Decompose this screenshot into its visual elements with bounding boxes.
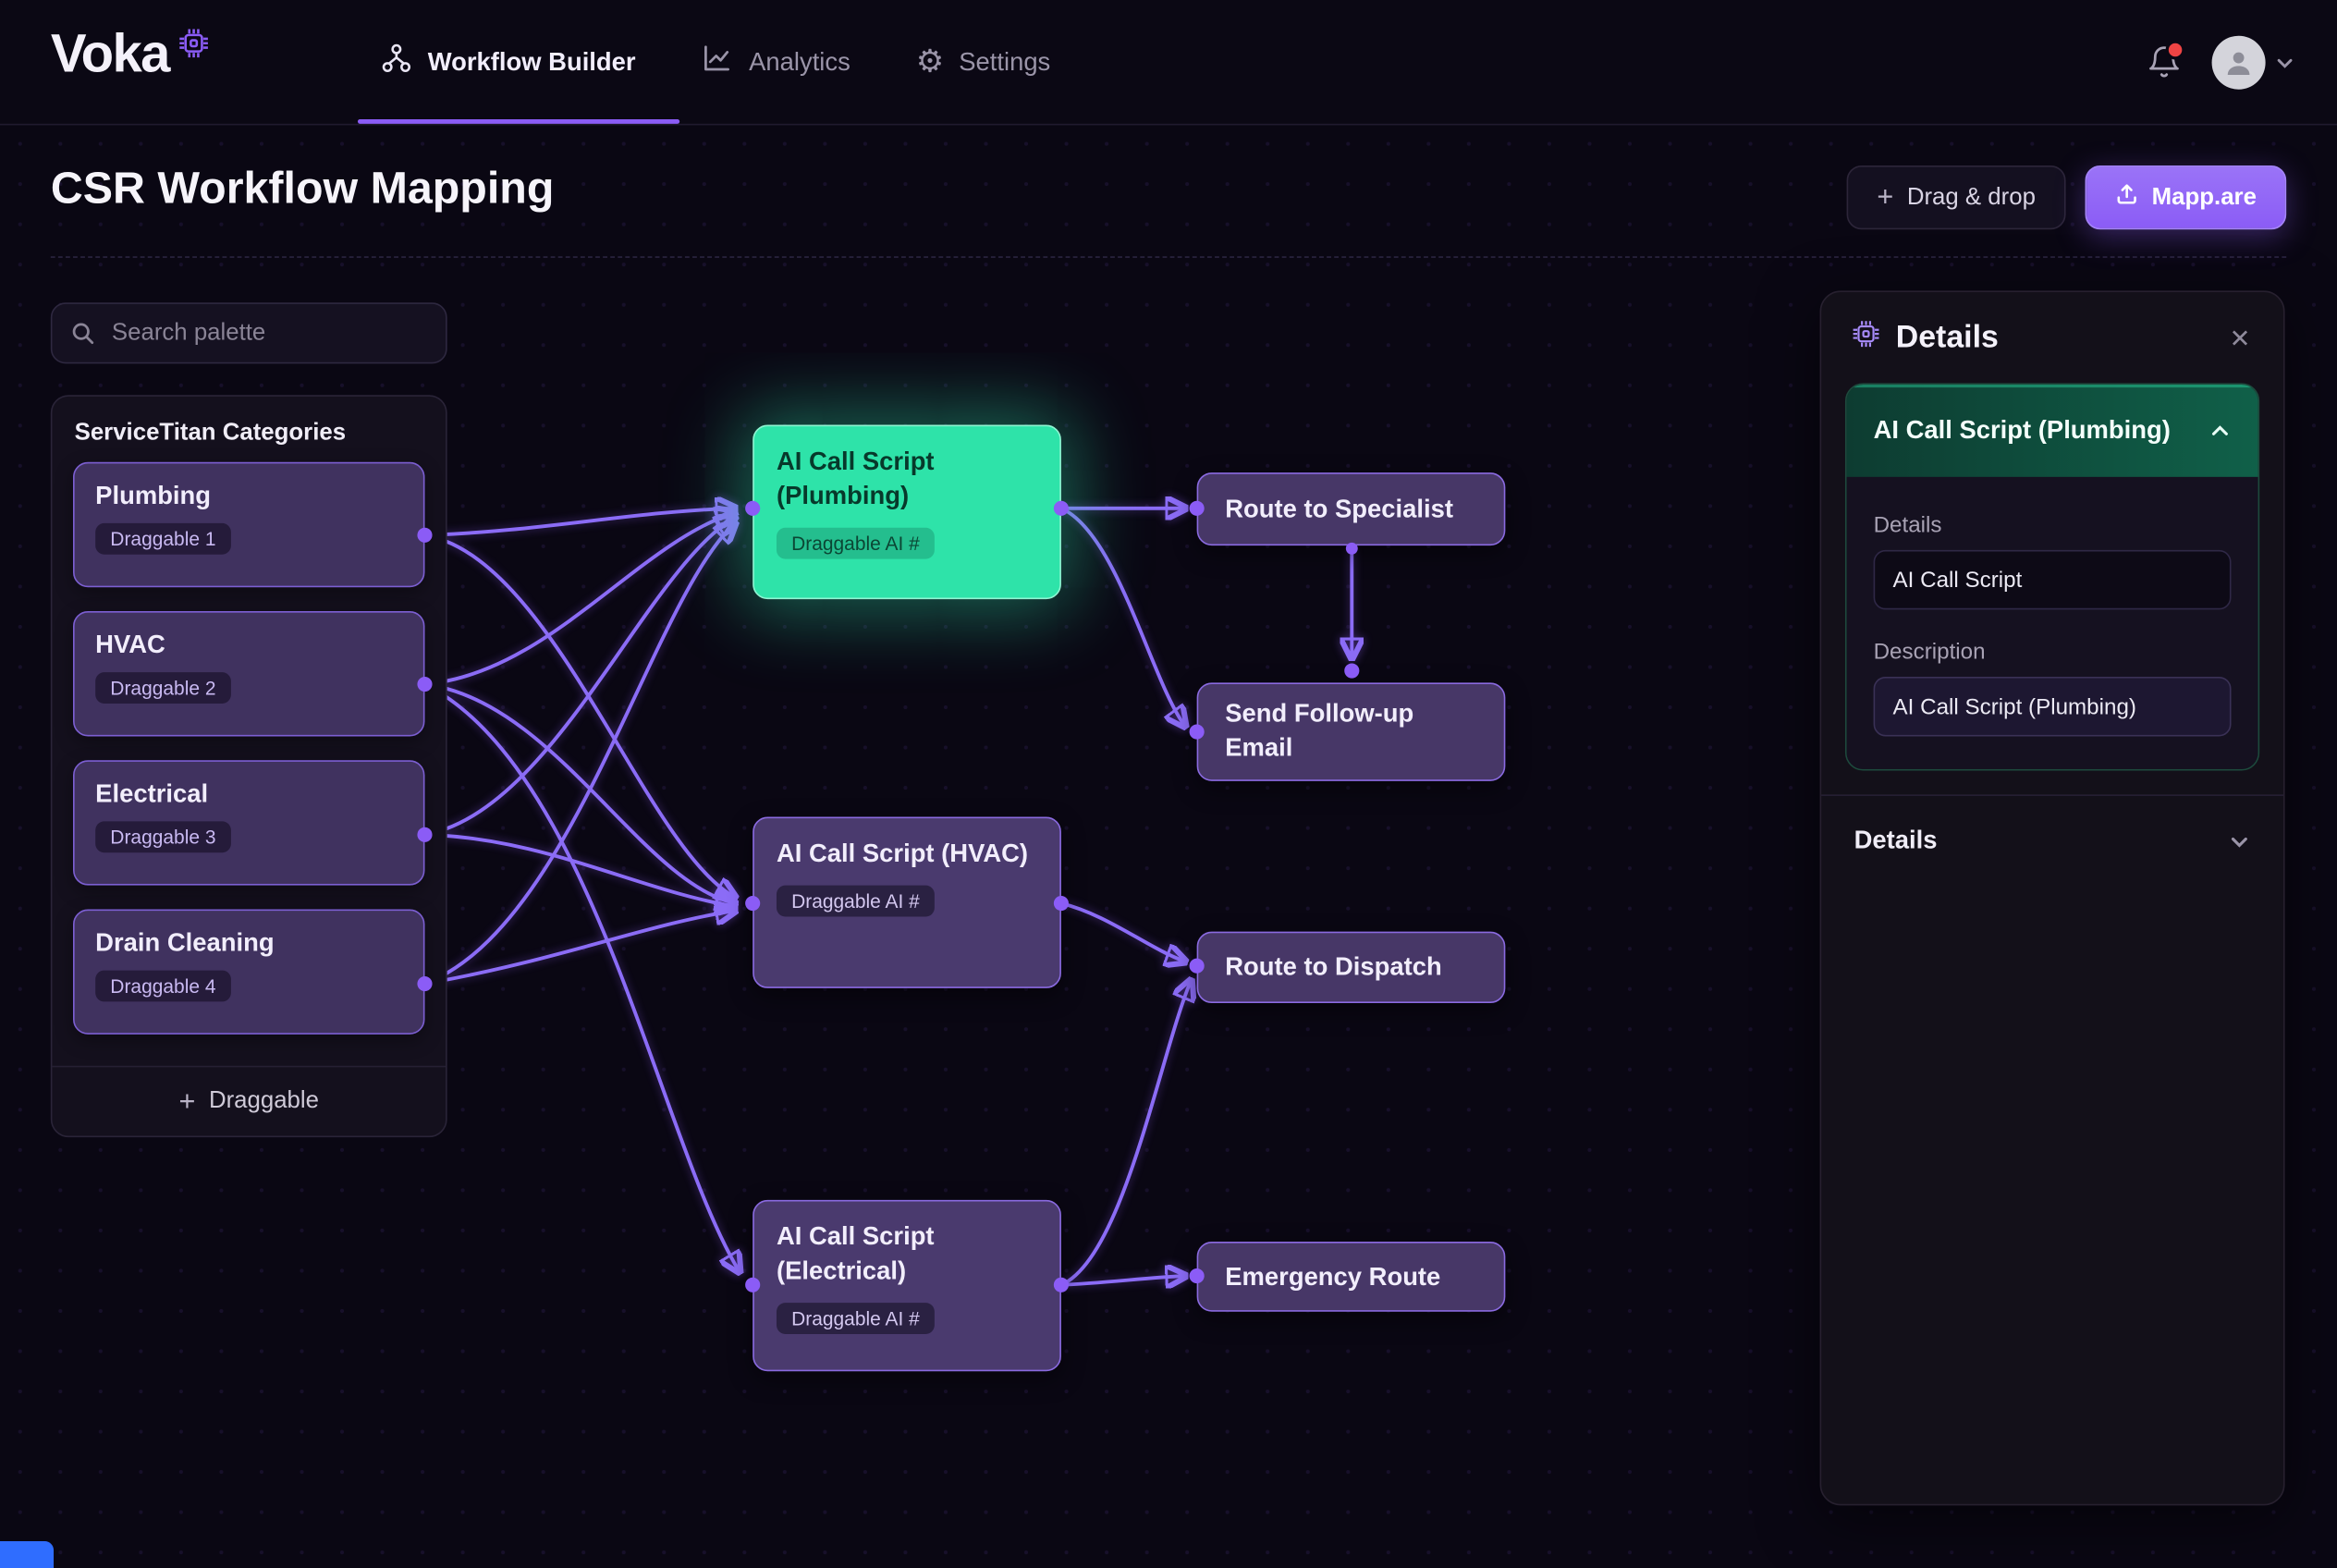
- chip-icon: [1851, 319, 1880, 356]
- details-divider: [1821, 794, 2283, 796]
- node-send-followup-email[interactable]: Send Follow-up Email: [1196, 682, 1506, 781]
- palette-panel: ServiceTitan Categories Plumbing Draggab…: [50, 395, 447, 1138]
- palette-item-hvac[interactable]: HVAC Draggable 2: [73, 611, 425, 737]
- node-emergency-route[interactable]: Emergency Route: [1196, 1242, 1506, 1312]
- plus-icon: +: [1877, 181, 1894, 214]
- gear-icon: ⚙: [915, 44, 945, 80]
- node-badge: Draggable AI #: [776, 885, 935, 917]
- accordion-details-collapsed[interactable]: Details: [1845, 805, 2259, 876]
- accordion-header[interactable]: AI Call Script (Plumbing): [1846, 384, 2258, 477]
- node-badge: Draggable AI #: [776, 1302, 935, 1334]
- node-title: Route to Specialist: [1225, 494, 1453, 523]
- close-icon[interactable]: ✕: [2229, 325, 2251, 354]
- chevron-up-icon: [2211, 424, 2228, 435]
- chip-icon: [177, 27, 210, 67]
- notifications-button[interactable]: [2147, 39, 2185, 80]
- field-label: Description: [1873, 639, 1986, 666]
- drag-drop-button-label: Drag & drop: [1906, 184, 2036, 210]
- palette-item-plumbing[interactable]: Plumbing Draggable 1: [73, 461, 425, 588]
- palette-item-label: HVAC: [95, 630, 165, 659]
- search-icon: [70, 321, 95, 353]
- avatar: [2211, 34, 2266, 89]
- nav-right-cluster: [2147, 0, 2295, 124]
- analytics-icon: [702, 42, 734, 82]
- node-title: AI Call Script (Electrical): [776, 1222, 935, 1285]
- mapp-are-button[interactable]: Mapp.are: [2085, 165, 2287, 230]
- plus-icon: +: [178, 1085, 196, 1118]
- palette-item-electrical[interactable]: Electrical Draggable 3: [73, 760, 425, 886]
- palette-item-badge: Draggable 1: [95, 522, 231, 555]
- mapp-are-button-label: Mapp.are: [2151, 184, 2257, 210]
- brand-logo-text: Voka: [50, 22, 171, 84]
- details-panel-header: Details ✕: [1821, 292, 2283, 377]
- accordion-title: Details: [1854, 826, 1938, 854]
- user-menu[interactable]: [2211, 34, 2295, 89]
- details-name-input[interactable]: [1873, 549, 2232, 610]
- primary-nav: Workflow Builder Analytics ⚙ Settings: [380, 0, 1050, 124]
- palette-item-label: Drain Cleaning: [95, 928, 275, 958]
- notification-badge-dot: [2165, 39, 2185, 59]
- page-title: CSR Workflow Mapping: [50, 164, 555, 214]
- upload-icon: [2114, 182, 2138, 214]
- palette-group-title: ServiceTitan Categories: [74, 420, 347, 447]
- add-draggable-button[interactable]: + Draggable: [52, 1065, 447, 1136]
- bottom-left-blue-badge: [0, 1541, 55, 1568]
- search-input[interactable]: [50, 302, 447, 364]
- nav-item-settings[interactable]: ⚙ Settings: [916, 46, 1051, 78]
- brand-logo[interactable]: Voka: [50, 22, 211, 84]
- palette-item-badge: Draggable 2: [95, 672, 231, 704]
- header-divider: [50, 256, 2287, 258]
- node-title: Emergency Route: [1225, 1261, 1441, 1291]
- drag-drop-button[interactable]: + Drag & drop: [1847, 165, 2066, 230]
- workflow-icon: [380, 42, 412, 82]
- nav-label: Settings: [959, 46, 1051, 76]
- node-ai-call-script-hvac[interactable]: AI Call Script (HVAC) Draggable AI #: [752, 816, 1061, 988]
- node-ai-call-script-plumbing[interactable]: AI Call Script (Plumbing) Draggable AI #: [752, 424, 1061, 600]
- node-title: AI Call Script (HVAC): [776, 839, 1029, 868]
- person-icon: [2227, 51, 2250, 75]
- node-title: AI Call Script (Plumbing): [776, 447, 935, 510]
- palette-search: [50, 302, 447, 364]
- details-panel: Details ✕ AI Call Script (Plumbing) Deta…: [1819, 290, 2285, 1506]
- node-title: Route to Dispatch: [1225, 952, 1442, 981]
- node-badge: Draggable AI #: [776, 527, 935, 559]
- chevron-down-icon: [2231, 837, 2247, 847]
- node-route-to-dispatch[interactable]: Route to Dispatch: [1196, 931, 1506, 1004]
- palette-item-drain-cleaning[interactable]: Drain Cleaning Draggable 4: [73, 909, 425, 1035]
- add-draggable-label: Draggable: [208, 1087, 319, 1114]
- details-description-input[interactable]: [1873, 676, 2232, 737]
- palette-item-label: Electrical: [95, 779, 209, 808]
- field-label: Details: [1873, 512, 1942, 539]
- details-panel-title: Details: [1895, 319, 1999, 354]
- top-navigation-bar: Voka Workflow Builder: [0, 0, 2337, 126]
- node-route-to-specialist[interactable]: Route to Specialist: [1196, 472, 1506, 546]
- nav-label: Analytics: [749, 46, 850, 76]
- palette-item-label: Plumbing: [95, 481, 212, 510]
- accordion-ai-call-script-plumbing: AI Call Script (Plumbing) Details Descri…: [1844, 383, 2260, 771]
- accordion-title: AI Call Script (Plumbing): [1873, 415, 2171, 445]
- active-tab-underline: [357, 118, 680, 124]
- nav-item-analytics[interactable]: Analytics: [702, 42, 850, 82]
- accordion-body: Details Description: [1846, 476, 2258, 769]
- header-actions: + Drag & drop Mapp.are: [1847, 165, 2287, 230]
- node-ai-call-script-electrical[interactable]: AI Call Script (Electrical) Draggable AI…: [752, 1199, 1061, 1372]
- node-title: Send Follow-up Email: [1225, 699, 1414, 762]
- nav-label: Workflow Builder: [427, 46, 636, 76]
- nav-item-workflow-builder[interactable]: Workflow Builder: [380, 42, 636, 82]
- palette-item-badge: Draggable 3: [95, 821, 231, 853]
- palette-item-badge: Draggable 4: [95, 970, 231, 1002]
- chevron-down-icon: [2277, 58, 2293, 67]
